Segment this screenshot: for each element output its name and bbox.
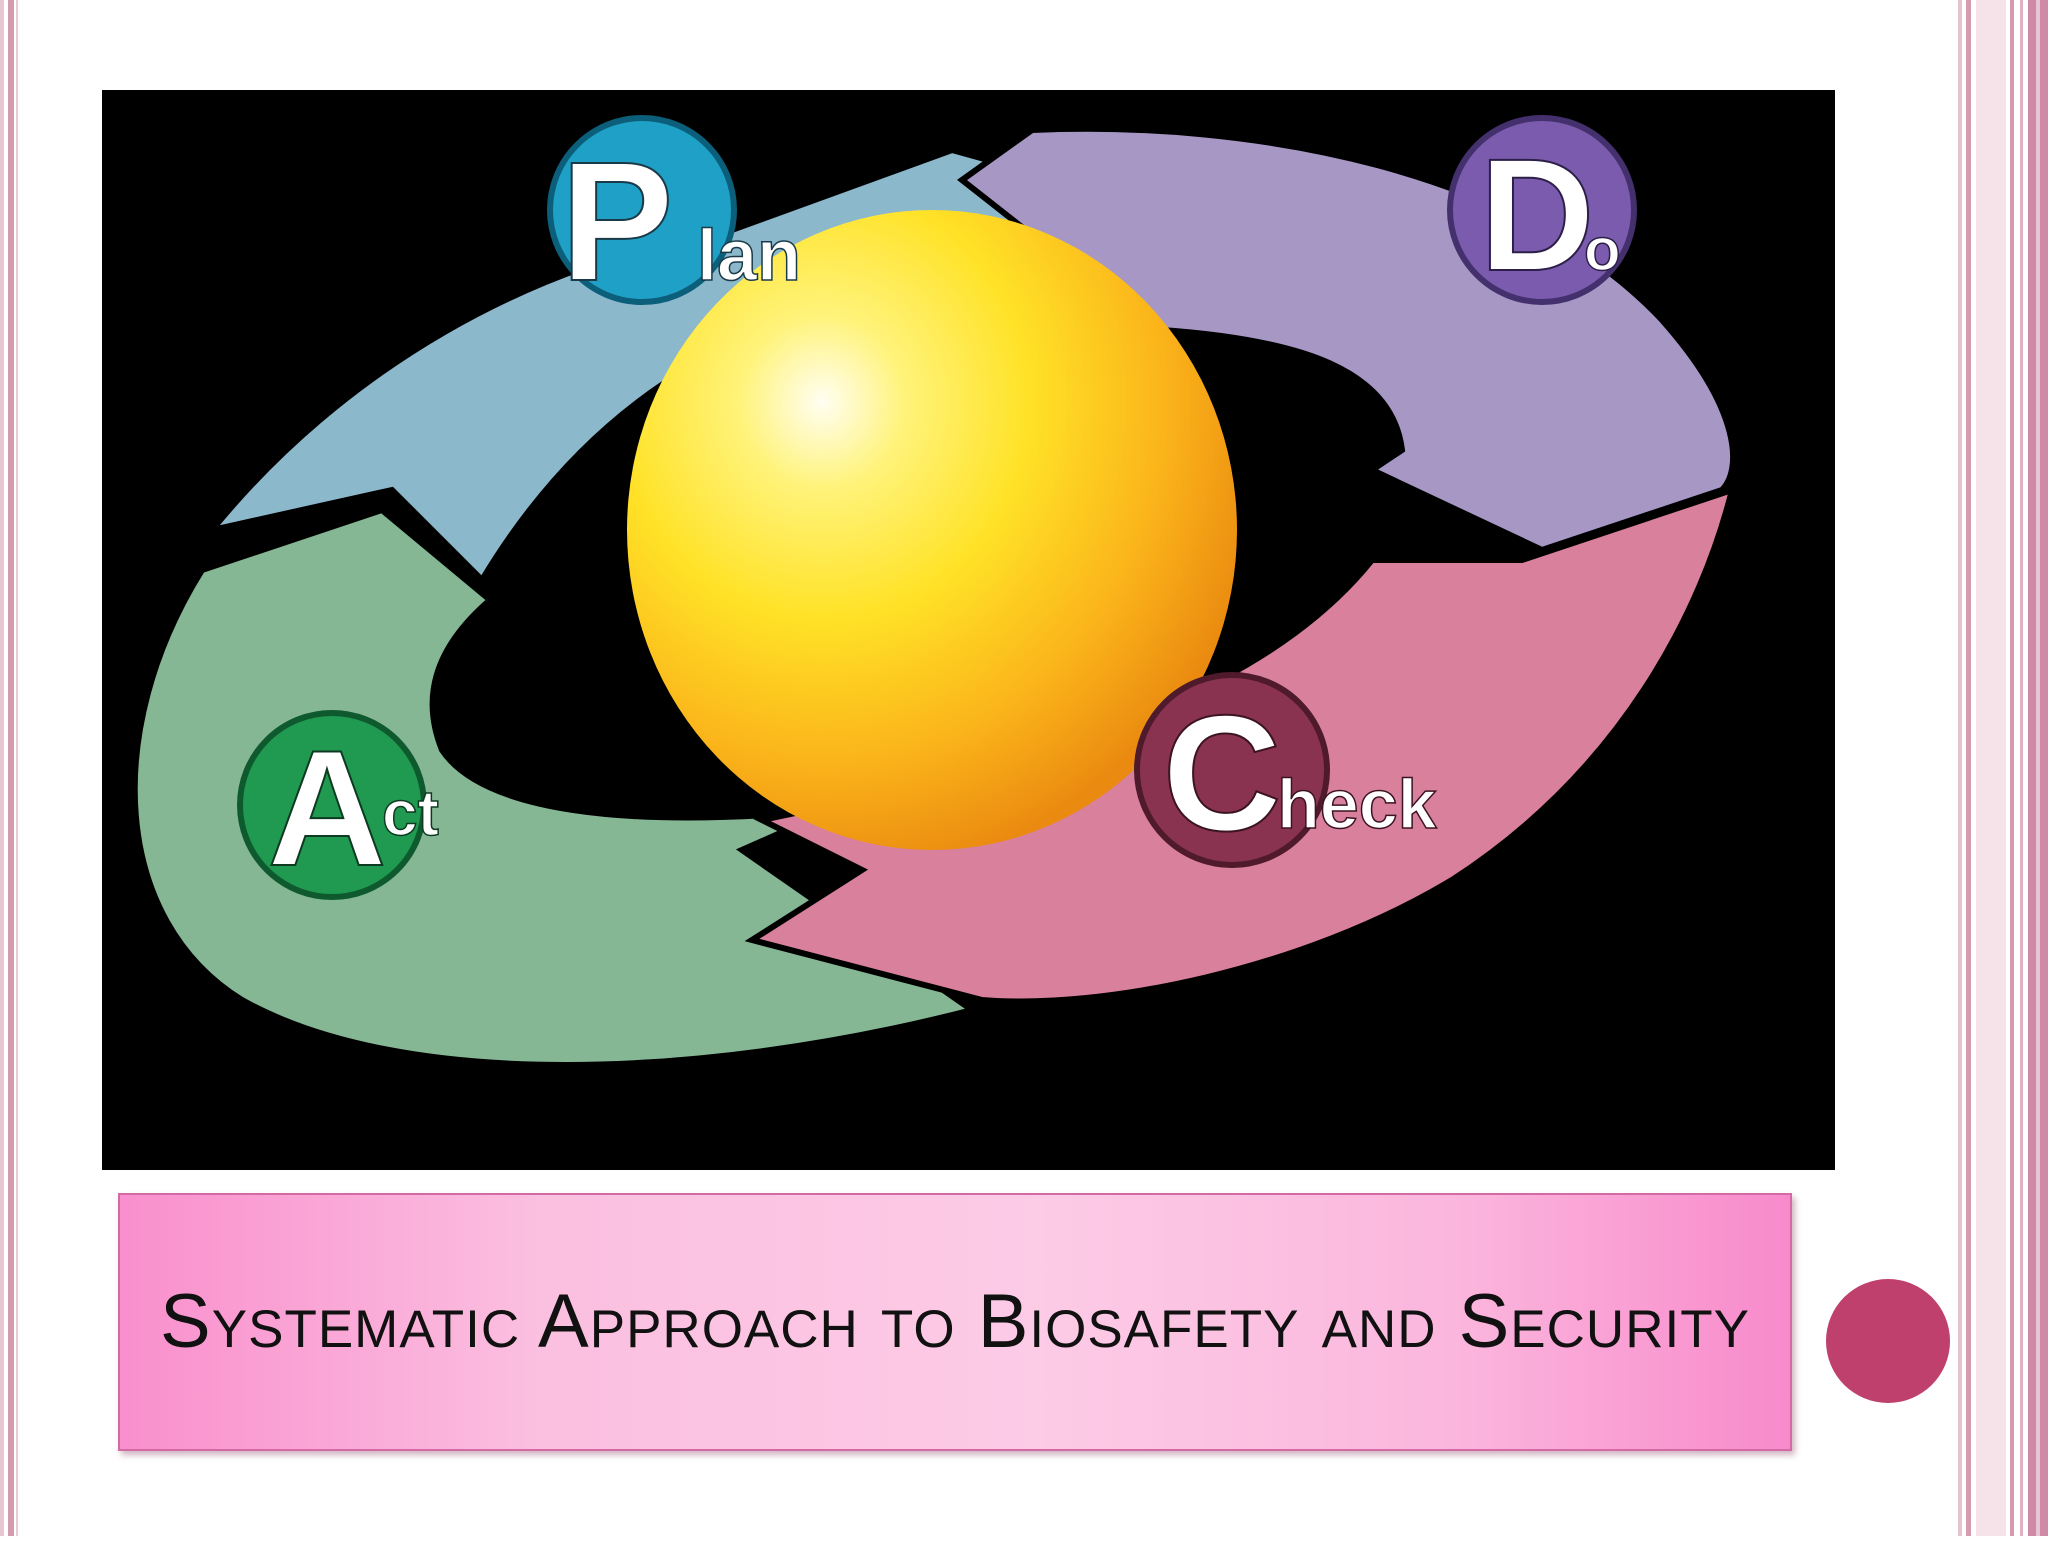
right-frame-border (1958, 0, 2048, 1536)
plan-rest: lan (697, 216, 801, 296)
act-arrow (131, 506, 980, 1068)
plan-badge: P lan (547, 115, 802, 318)
check-badge: C heck (1134, 672, 1437, 868)
act-badge: A ct (237, 710, 440, 901)
pdca-cycle-diagram: P lan D o C heck A ct (102, 90, 1835, 1170)
left-frame-border (0, 0, 22, 1536)
slide-title-box: Systematic Approach to Biosafety and Sec… (118, 1193, 1792, 1451)
do-badge: D o (1447, 115, 1637, 305)
check-letter: C (1162, 681, 1281, 865)
accent-dot (1826, 1279, 1950, 1403)
check-rest: heck (1277, 765, 1437, 843)
act-rest: ct (382, 777, 439, 849)
act-letter: A (267, 716, 386, 900)
do-rest: o (1584, 216, 1621, 283)
slide-title: Systematic Approach to Biosafety and Sec… (160, 1279, 1750, 1364)
do-letter: D (1479, 125, 1595, 304)
plan-letter: P (560, 127, 673, 317)
center-sphere (627, 210, 1237, 850)
